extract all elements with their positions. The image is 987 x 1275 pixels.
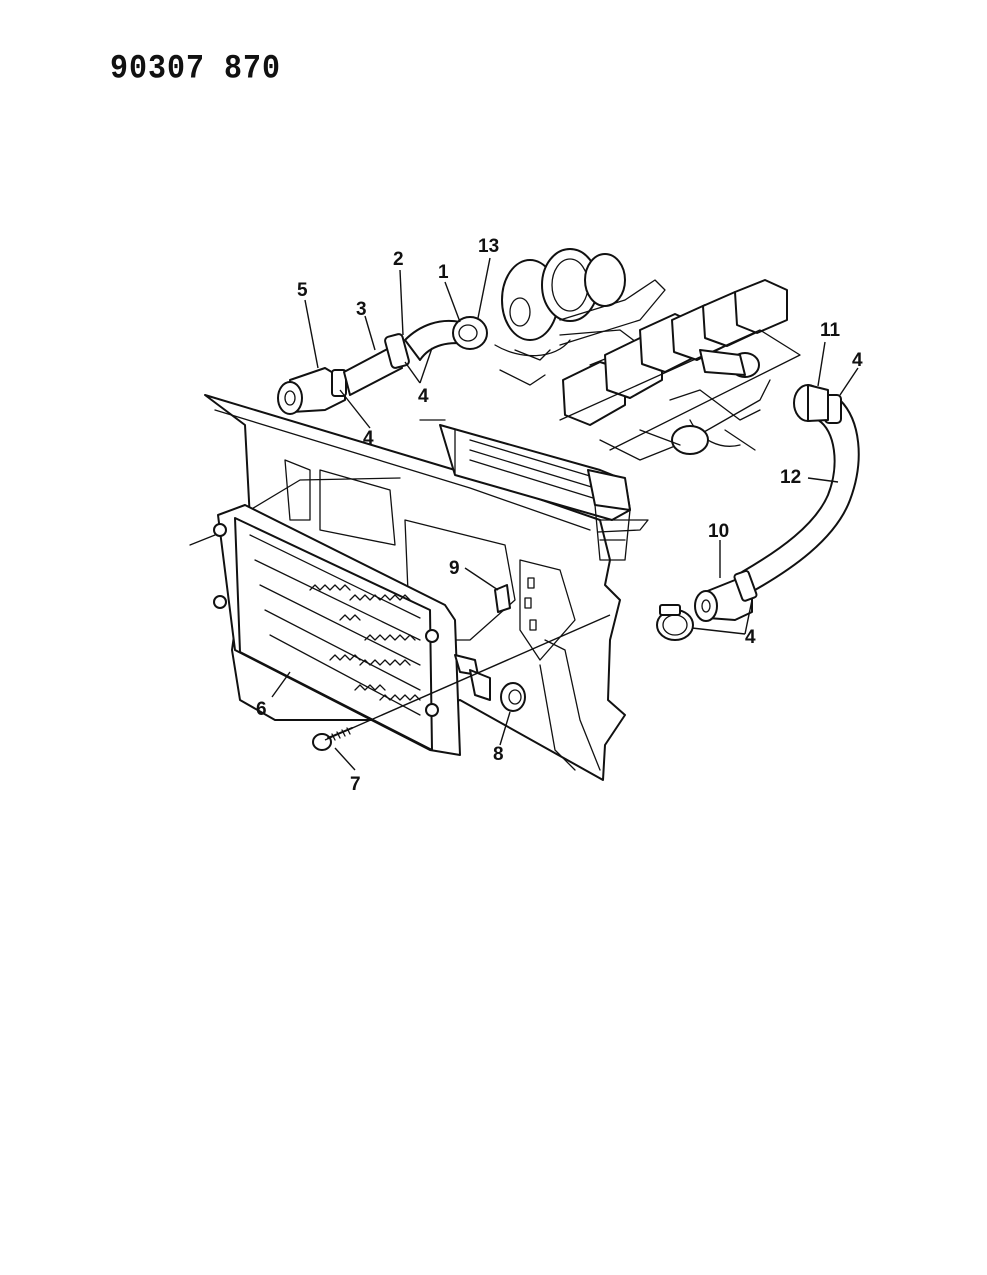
radiator	[419, 419, 649, 561]
upper-hose-assembly	[277, 316, 488, 415]
callout-4-left-lower: 4	[363, 428, 374, 449]
callout-4-left-upper: 4	[418, 386, 429, 407]
callout-13: 13	[478, 236, 499, 257]
callout-11: 11	[820, 320, 841, 341]
callout-4-right-upper: 4	[852, 350, 863, 371]
callout-12: 12	[780, 467, 801, 488]
callout-1: 1	[438, 262, 449, 283]
callout-6: 6	[256, 699, 267, 720]
callout-7: 7	[350, 774, 361, 795]
callout-2: 2	[393, 249, 404, 270]
leader-lines	[271, 257, 859, 771]
callout-10: 10	[708, 521, 729, 542]
transmission-oil-cooler	[189, 504, 491, 756]
illustration-number: 90307 870	[110, 50, 282, 90]
grommet	[500, 682, 526, 712]
bracket	[494, 584, 511, 613]
callout-9: 9	[449, 558, 460, 579]
callout-8: 8	[493, 744, 504, 765]
callout-5: 5	[297, 280, 308, 301]
callouts: 1 2 3 4 4 4 4 5 6 7 8 9 10 11 12 13	[256, 236, 863, 795]
screw	[312, 614, 611, 751]
callout-3: 3	[356, 299, 367, 320]
right-hose-assembly	[656, 384, 860, 641]
callout-4-right-lower: 4	[745, 627, 756, 648]
engine	[494, 248, 801, 461]
